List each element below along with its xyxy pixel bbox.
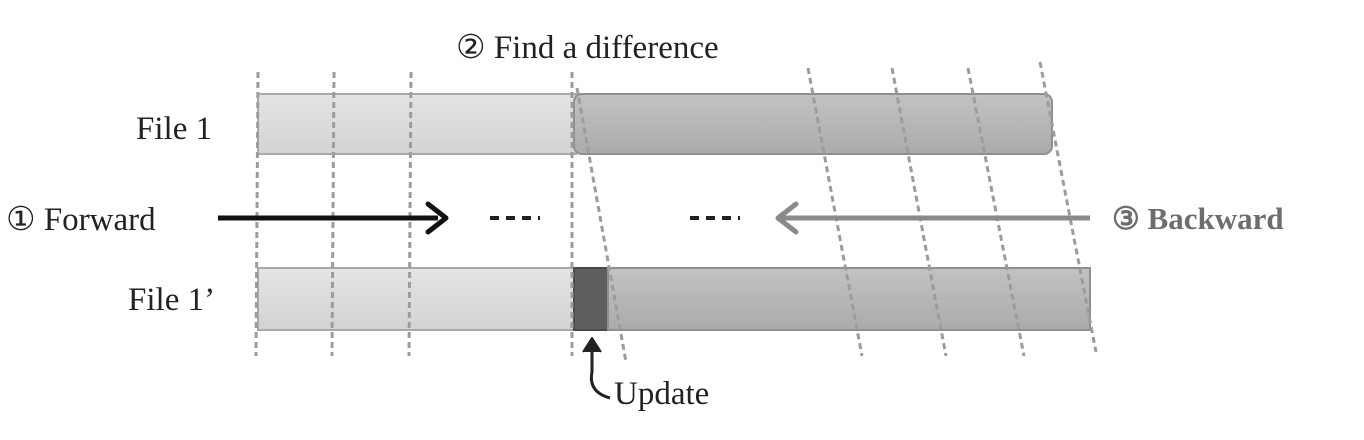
title-find-difference: ② Find a difference [456,30,719,66]
backward-arrow-icon [775,201,1090,235]
file-1-forward-matched-segment [257,93,577,155]
file-1-label: File 1 [136,111,212,147]
file-1-bar [257,93,1053,155]
file-1-backward-matched-segment [573,93,1053,155]
divider-line [806,67,864,357]
divider-line [254,71,260,357]
divider-line [407,71,413,357]
file-1-prime-label: File 1’ [128,282,215,318]
divider-line [330,71,336,357]
forward-arrow-icon [218,201,449,235]
file-1-prime-bar [257,267,1091,331]
update-label: Update [614,376,709,412]
file-1-prime-backward-matched-segment [607,267,1091,331]
divider-line [890,67,948,357]
file-1-prime-forward-matched-segment [257,267,577,331]
divider-line [575,87,628,363]
backward-label: ③ Backward [1112,201,1284,236]
forward-block-dividers [254,71,574,357]
divider-line [966,67,1026,357]
backward-block-dividers [575,61,1098,363]
update-pointer-arrow-icon [582,337,611,400]
update-block [573,267,611,331]
forward-label: ① Forward [6,202,156,238]
